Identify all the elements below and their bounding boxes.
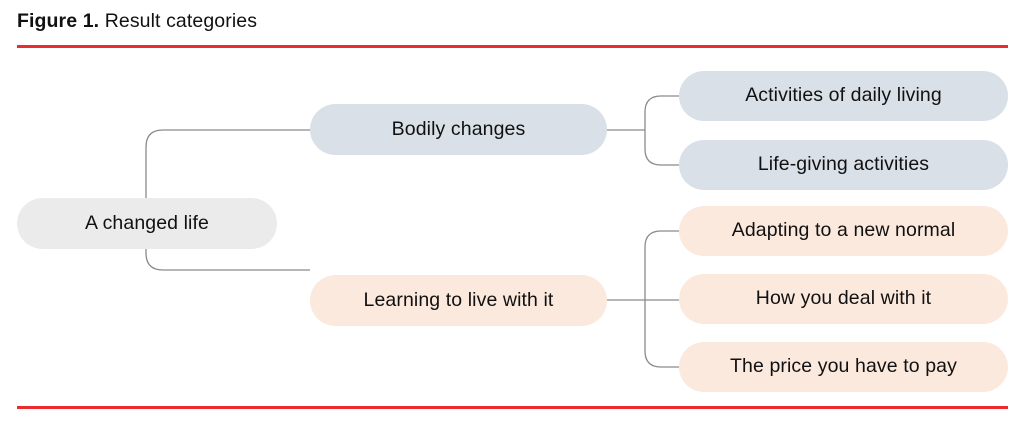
- connector-learning-to-adapting: [644, 230, 679, 300]
- node-bodily-changes[interactable]: Bodily changes: [310, 104, 607, 155]
- node-label: Life-giving activities: [757, 153, 930, 176]
- node-how-you-deal-with-it[interactable]: How you deal with it: [679, 274, 1008, 324]
- node-learning-to-live-with-it[interactable]: Learning to live with it: [310, 275, 607, 326]
- figure-caption-text: Result categories: [99, 10, 258, 32]
- figure-caption-label: Figure 1.: [17, 10, 100, 32]
- node-label: The price you have to pay: [730, 355, 957, 378]
- node-the-price-you-have-to-pay[interactable]: The price you have to pay: [679, 342, 1008, 392]
- rule-top: [17, 45, 1008, 48]
- node-label: Activities of daily living: [745, 84, 942, 107]
- figure-caption: Figure 1. Result categories: [17, 8, 257, 34]
- node-label: Bodily changes: [391, 117, 526, 140]
- node-activities-of-daily-living[interactable]: Activities of daily living: [679, 71, 1008, 121]
- node-adapting-to-a-new-normal[interactable]: Adapting to a new normal: [679, 206, 1008, 256]
- connector-bodily-to-lifegiving: [644, 130, 679, 166]
- node-label: How you deal with it: [755, 287, 932, 310]
- node-a-changed-life[interactable]: A changed life: [17, 198, 277, 249]
- node-label: A changed life: [85, 211, 209, 234]
- connector-bodily-to-adl: [644, 95, 679, 130]
- rule-bottom: [17, 406, 1008, 409]
- connector-learning-to-price: [644, 300, 679, 368]
- node-life-giving-activities[interactable]: Life-giving activities: [679, 140, 1008, 190]
- node-label: Learning to live with it: [363, 288, 554, 311]
- node-label: Adapting to a new normal: [731, 219, 956, 242]
